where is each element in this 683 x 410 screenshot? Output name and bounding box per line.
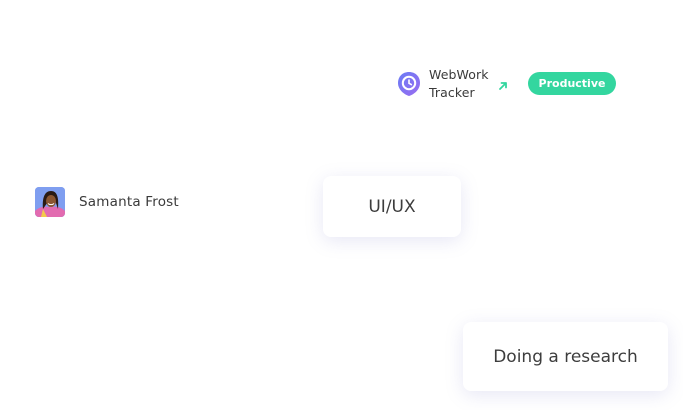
webwork-tracker-logo-icon — [397, 71, 421, 97]
category-label: UI/UX — [368, 196, 416, 217]
user-avatar — [35, 187, 65, 217]
user-name: Samanta Frost — [79, 194, 179, 210]
app-name: WebWork Tracker — [429, 67, 489, 100]
category-card: UI/UX — [323, 176, 461, 237]
user-info: Samanta Frost — [35, 187, 179, 217]
arrow-up-right-icon — [497, 77, 509, 90]
activity-card: Doing a research — [463, 322, 668, 391]
app-info: WebWork Tracker — [397, 66, 493, 102]
activity-label: Doing a research — [493, 346, 638, 367]
productivity-status-badge: Productive — [528, 72, 616, 95]
